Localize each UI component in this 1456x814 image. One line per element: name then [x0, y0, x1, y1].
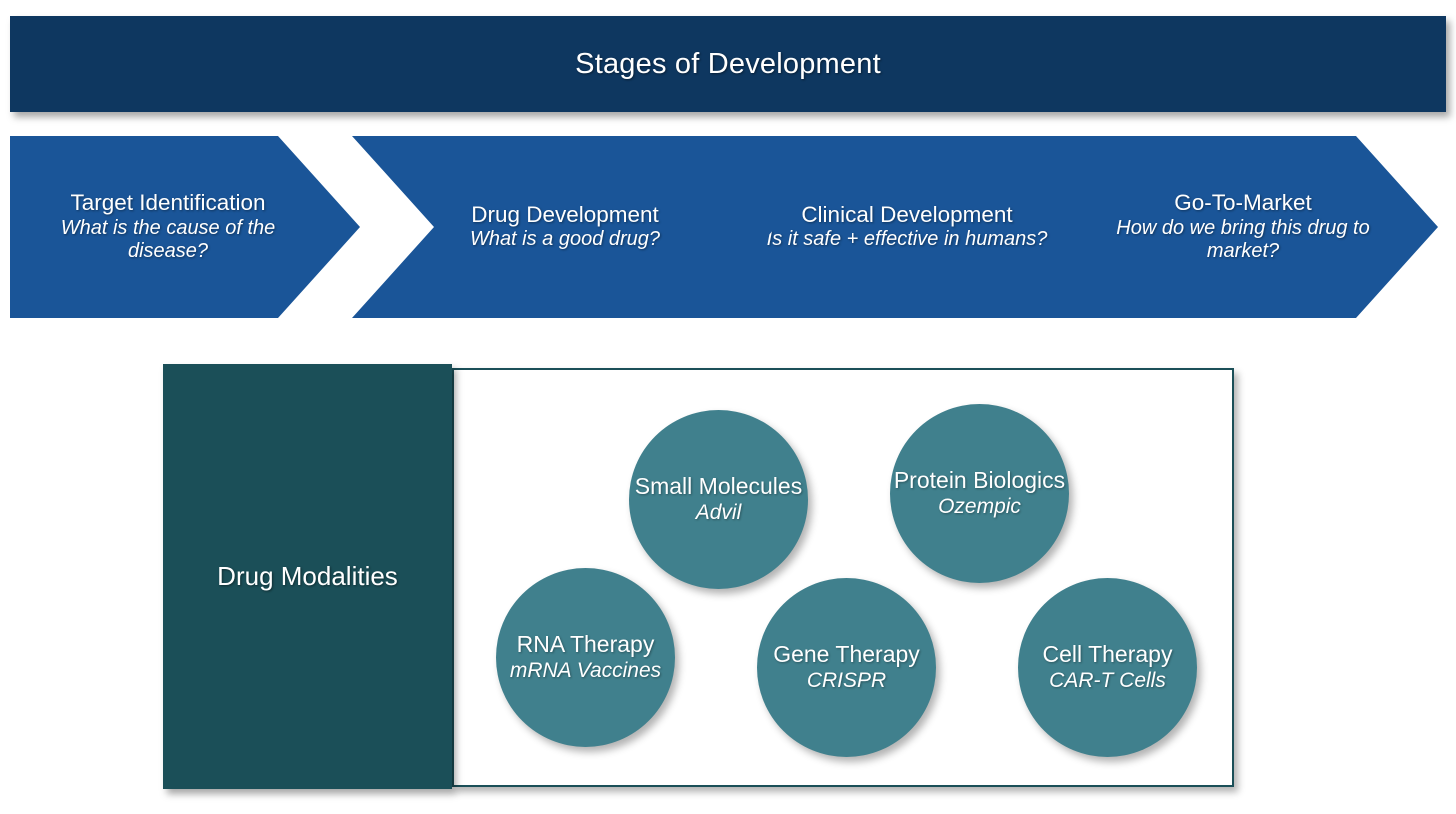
stage-chevron-target-identification[interactable]: Target Identification What is the cause … — [10, 136, 360, 318]
modality-circle-gene-therapy[interactable]: Gene Therapy CRISPR — [757, 578, 936, 757]
stage-question: What is the cause of the disease? — [60, 216, 276, 263]
stage-chevron-text: Clinical Development Is it safe + effect… — [694, 202, 1120, 252]
modality-title: Gene Therapy — [773, 641, 920, 668]
modality-title: Cell Therapy — [1042, 641, 1173, 668]
modality-example: Advil — [695, 500, 742, 524]
stage-title: Target Identification — [70, 190, 266, 216]
drug-modalities-label-box: Drug Modalities — [163, 364, 452, 789]
page-title: Stages of Development — [575, 47, 881, 80]
stage-chevron-text: Target Identification What is the cause … — [10, 190, 360, 264]
modality-example: CAR-T Cells — [1049, 668, 1166, 692]
stage-title: Clinical Development — [801, 201, 1013, 227]
stage-question: Is it safe + effective in humans? — [766, 228, 1048, 251]
stages-chevron-row: Target Identification What is the cause … — [0, 136, 1456, 320]
header-banner: Stages of Development — [10, 16, 1446, 112]
modality-circle-protein-biologics[interactable]: Protein Biologics Ozempic — [890, 404, 1069, 583]
modality-example: mRNA Vaccines — [509, 658, 662, 682]
stage-title: Go-To-Market — [1174, 190, 1312, 216]
stage-question: What is a good drug? — [469, 228, 661, 251]
modality-circle-small-molecules[interactable]: Small Molecules Advil — [629, 410, 808, 589]
drug-modalities-label: Drug Modalities — [217, 561, 398, 591]
drug-modalities-section: Drug Modalities Small Molecules Advil Pr… — [163, 364, 1234, 789]
stage-title: Drug Development — [471, 201, 659, 227]
stage-chevron-text: Drug Development What is a good drug? — [352, 202, 778, 252]
stage-chevron-text: Go-To-Market How do we bring this drug t… — [1036, 190, 1438, 264]
modality-circle-rna-therapy[interactable]: RNA Therapy mRNA Vaccines — [496, 568, 675, 747]
modality-example: Ozempic — [938, 494, 1021, 518]
modality-circle-cell-therapy[interactable]: Cell Therapy CAR-T Cells — [1018, 578, 1197, 757]
stage-chevron-drug-development[interactable]: Drug Development What is a good drug? — [352, 136, 778, 318]
modality-title: Small Molecules — [634, 473, 803, 500]
modality-title: Protein Biologics — [893, 467, 1066, 494]
modality-example: CRISPR — [806, 668, 887, 692]
stage-chevron-go-to-market[interactable]: Go-To-Market How do we bring this drug t… — [1036, 136, 1438, 318]
modality-title: RNA Therapy — [516, 631, 655, 658]
stage-question: How do we bring this drug to market? — [1116, 216, 1370, 263]
